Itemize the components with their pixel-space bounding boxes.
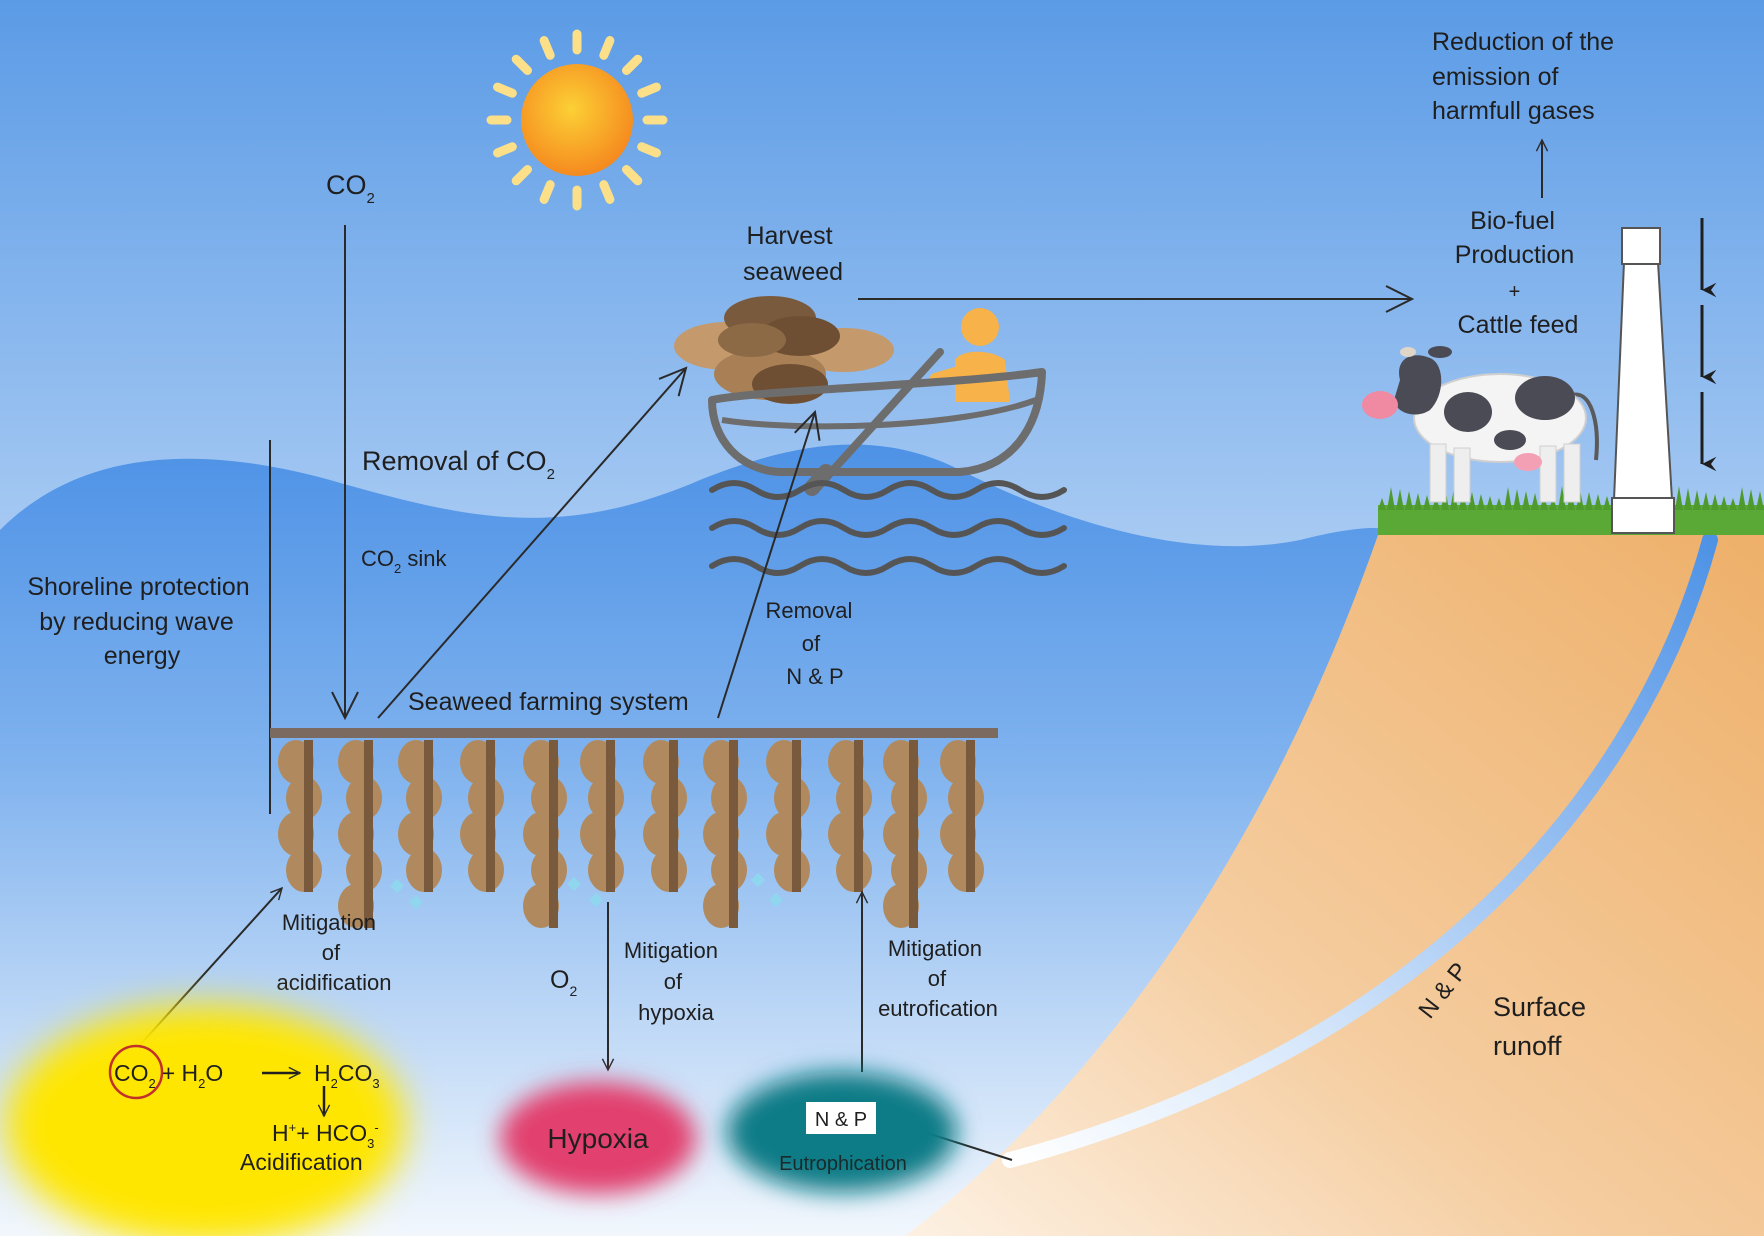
np-box — [806, 1102, 876, 1134]
seaweed-stem — [606, 740, 615, 892]
mitigation-acidification-label: Mitigation of acidification — [277, 910, 392, 995]
oxygen-bubbles — [389, 872, 784, 910]
cow-icon — [1362, 346, 1599, 503]
sun-ray — [599, 36, 615, 60]
hypoxia-label: Hypoxia — [547, 1123, 649, 1154]
reduction-emission-label: Reduction of the emission of harmfull ga… — [1432, 28, 1621, 125]
seaweed-stem — [966, 740, 975, 892]
acidification-equation-carbonic: H2CO3 — [314, 1060, 380, 1091]
chimney-icon — [1611, 227, 1675, 534]
seaweed-strands — [278, 740, 984, 928]
seaweed-stem — [729, 740, 738, 928]
runoff-channel — [1002, 532, 1718, 1168]
seaweed-stem — [364, 740, 373, 928]
seaweed-stem — [424, 740, 433, 892]
wave-lines-icon — [709, 480, 1067, 576]
seaweed-stem — [854, 740, 863, 892]
oxygen-bubble — [408, 894, 424, 910]
sun-ray — [539, 36, 555, 60]
sun-ray — [621, 164, 643, 186]
oxygen-bubble — [750, 872, 766, 888]
farm-to-harvest-arrow — [377, 368, 686, 719]
sun-ray — [539, 180, 555, 204]
co2-sink-label: CO2 sink — [361, 546, 447, 576]
oxygen-bubble — [566, 876, 582, 892]
seaweed-stem — [669, 740, 678, 892]
sun-ray — [511, 164, 533, 186]
np-box-label: N & P — [815, 1109, 867, 1131]
sun-ray — [493, 142, 517, 158]
sun-ray — [493, 82, 517, 98]
co2-highlight-circle — [108, 1044, 164, 1100]
seaweed-stem — [909, 740, 918, 928]
oxygen-bubble — [389, 878, 405, 894]
sun-icon — [486, 29, 668, 211]
shoreline-protection-label: Shoreline protection by reducing wave en… — [27, 573, 256, 670]
mitigation-hypoxia-label: Mitigation of hypoxia — [624, 938, 724, 1025]
oxygen-bubble — [588, 892, 604, 908]
surface-runoff-label: Surface runoff — [1493, 992, 1594, 1061]
acidification-label: Acidification — [240, 1149, 363, 1175]
acidification-equation-line2: H++ HCO3- — [272, 1120, 379, 1151]
farming-rope — [270, 728, 998, 738]
o2-label: O2 — [550, 966, 577, 999]
mitigation-eutrofication-label: Mitigation of eutrofication — [878, 936, 998, 1021]
seaweed-farming-system-label: Seaweed farming system — [408, 688, 689, 716]
sun-ray — [599, 180, 615, 204]
seaweed-stem — [549, 740, 558, 928]
co2-atmosphere-label: CO2 — [326, 170, 375, 207]
seaweed-stem — [304, 740, 313, 892]
seaweed-stem — [486, 740, 495, 892]
sun-ray — [637, 142, 661, 158]
land-slope — [905, 535, 1764, 1236]
removal-np-label: Removal of N & P — [766, 598, 859, 689]
harvest-seaweed-label: Harvest seaweed — [743, 222, 843, 286]
biofuel-cattle-label: Bio-fuel Production + Cattle feed — [1455, 207, 1581, 339]
acidification-zone — [5, 1005, 405, 1241]
seaweed-stem — [792, 740, 801, 892]
oxygen-bubble — [768, 892, 784, 908]
sun-ray — [637, 82, 661, 98]
removal-np-arrow — [717, 412, 815, 719]
sea-water — [0, 444, 1400, 1236]
eutrophication-label: Eutrophication — [779, 1153, 907, 1175]
acidification-equation-line1: CO2+ H2O — [114, 1060, 223, 1091]
hypoxia-zone — [500, 1082, 696, 1194]
removal-co2-label: Removal of CO2 — [362, 446, 555, 483]
harvested-seaweed-pile — [674, 296, 894, 404]
sun-ray — [621, 54, 643, 76]
sun-ray — [511, 54, 533, 76]
